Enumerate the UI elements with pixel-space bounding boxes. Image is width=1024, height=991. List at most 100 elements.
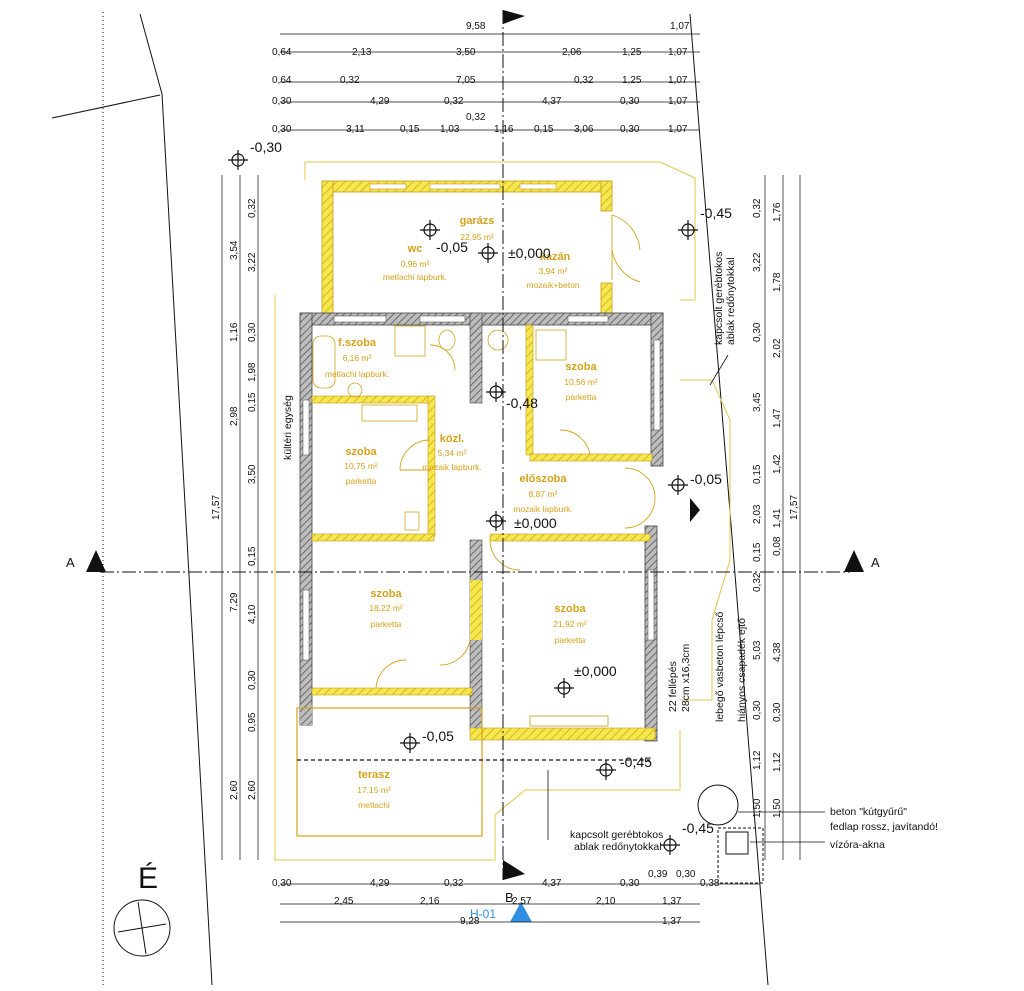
dim-text: 1,41 [772, 508, 783, 528]
level-text: ±0,000 [574, 663, 617, 679]
dim-text: 0,15 [247, 546, 258, 566]
door-swings [375, 214, 656, 689]
dim-text: 17,57 [211, 495, 222, 520]
room-area: 10,56 m² [564, 377, 598, 387]
sheet-ref: H-01 [470, 907, 496, 921]
room-area: 0,96 m² [401, 259, 430, 269]
dim-text: 0,30 [752, 322, 763, 342]
top-dims: 9,58 1,07 0,64 2,13 3,50 2,06 1,25 1,07 … [272, 21, 690, 135]
room-area: 22,95 m² [460, 232, 494, 242]
dim-text: 4,37 [542, 96, 562, 107]
level-text: -0,05 [422, 728, 454, 744]
room-finish: mozaik+beton [526, 280, 579, 290]
dimension-lines [221, 33, 801, 923]
level-text: ±0,000 [514, 515, 557, 531]
interior-walls [311, 312, 656, 741]
dim-text: 1,42 [772, 454, 783, 474]
room-area: 6,16 m² [343, 353, 372, 363]
room-name: f.szoba [338, 337, 377, 349]
room-name: szoba [554, 603, 586, 615]
dim-text: 5,03 [752, 640, 763, 660]
dim-text: 0,30 [272, 96, 292, 107]
window-note-bottom: ablak redőnytokkal [574, 841, 662, 853]
well-ring [697, 784, 739, 826]
room-finish: parketta [346, 476, 377, 486]
room-area: 3,94 m² [539, 266, 568, 276]
dim-text: 3,22 [752, 252, 763, 272]
stair-note: hiányos csapadék ejtő [736, 618, 748, 722]
dim-text: 1,12 [772, 752, 783, 772]
room-area: 5,34 m² [438, 448, 467, 458]
level-text: -0,05 [436, 239, 468, 255]
water-meter-pit [725, 831, 749, 855]
dim-text: 1,37 [662, 896, 682, 907]
outdoor-unit-label: kültéri egység [282, 395, 294, 460]
dim-text: 3,50 [247, 464, 258, 484]
level-text: -0,05 [690, 471, 722, 487]
dim-text: 0,32 [466, 112, 486, 123]
room-finish: metlachi lapburk. [383, 272, 447, 282]
stair-note: 22 fellépés [667, 661, 679, 712]
stair-note: lebegő vasbeton lépcső [714, 612, 726, 722]
dim-text: 1,07 [668, 75, 688, 86]
dim-text: 0,64 [272, 75, 292, 86]
dim-text: 0,15 [247, 392, 258, 412]
room-name: terasz [358, 769, 390, 781]
dim-text: 1,03 [440, 124, 460, 135]
dim-text: 0,95 [247, 712, 258, 732]
dim-text: 0,64 [272, 47, 292, 58]
dim-text: 1,16 [229, 322, 240, 342]
dim-text: 0,30 [772, 702, 783, 722]
room-finish: metlachi [358, 800, 390, 810]
dim-text: 0,30 [620, 878, 640, 889]
house-walls [299, 312, 664, 742]
dim-text: 0,32 [574, 75, 594, 86]
dim-text: 7,29 [229, 592, 240, 612]
dim-text: 4,10 [247, 604, 258, 624]
dim-text: 2,16 [420, 896, 440, 907]
dim-text: 1,12 [752, 750, 763, 770]
bottom-dims: 0,30 4,29 0,32 4,37 0,30 0,39 0,30 0,38 … [272, 869, 720, 927]
room-name: kazán [540, 251, 571, 263]
property-lines [51, 12, 769, 986]
north-arrow [113, 899, 171, 957]
dim-text: 2,60 [247, 780, 258, 800]
dim-text: 0,30 [676, 869, 696, 880]
dim-text: 1,50 [752, 798, 763, 818]
stair-note: 28cm x16,3cm [680, 643, 692, 712]
dim-text: 0,32 [752, 572, 763, 592]
terrace-outline [296, 707, 650, 837]
dim-text: 0,32 [444, 96, 464, 107]
north-label: É [138, 862, 158, 895]
dim-text: 1,76 [772, 202, 783, 222]
dim-text: 1,07 [668, 124, 688, 135]
dim-text: 0,32 [247, 198, 258, 218]
room-name: szoba [565, 361, 597, 373]
section-markers [86, 10, 864, 922]
level-texts: -0,30 -0,05 ±0,000 -0,45 -0,48 -0,05 ±0,… [250, 139, 732, 836]
dim-text: 0,30 [247, 670, 258, 690]
dim-text: 4,37 [542, 878, 562, 889]
meter-note: vízóra-akna [830, 839, 885, 851]
dim-text: 9,28 [460, 916, 480, 927]
dim-text: 1,07 [668, 47, 688, 58]
room-finish: parketta [371, 619, 402, 629]
room-finish: parketta [555, 635, 586, 645]
window-note-bottom: kapcsolt gerébtokos [570, 829, 663, 841]
dim-text: 9,58 [466, 21, 486, 32]
dim-text: 3,54 [229, 240, 240, 260]
dim-text: 0,30 [752, 700, 763, 720]
room-labels: garázs 22,95 m² wc 0,96 m² metlachi lapb… [325, 215, 598, 810]
level-text: -0,30 [250, 139, 282, 155]
dim-text: 0,32 [340, 75, 360, 86]
dim-text: 0,32 [752, 198, 763, 218]
dim-text: 1,07 [668, 96, 688, 107]
dim-text: 4,29 [370, 96, 390, 107]
well-note: beton "kútgyűrű" [830, 806, 907, 818]
dim-text: 2,60 [229, 780, 240, 800]
site-contour [274, 161, 731, 861]
room-area: 18,22 m² [369, 603, 403, 613]
room-name: szoba [370, 588, 402, 600]
dim-text: 0,15 [752, 464, 763, 484]
